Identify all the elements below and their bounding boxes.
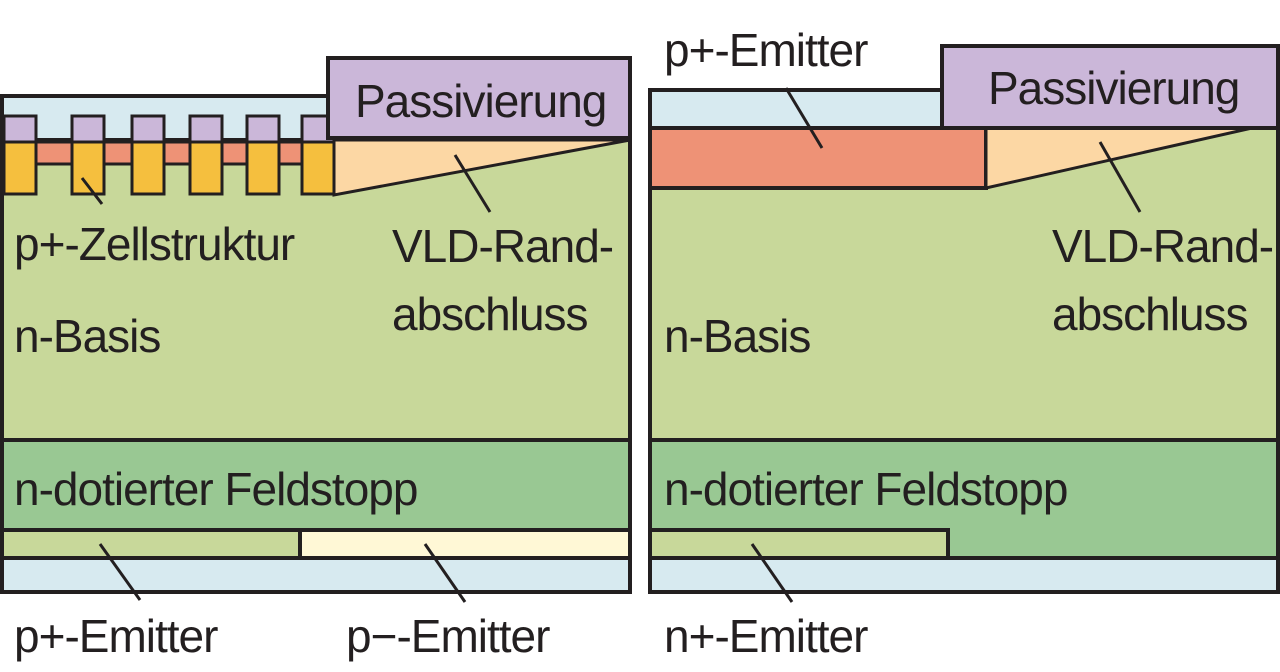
leader-p-plus-top [784,87,824,149]
left-cell-structure-label: p+-Zellstruktur [14,218,295,270]
p-plus-cell [300,140,336,196]
right-p-plus-emitter-label: p+-Emitter [664,24,868,76]
p-plus-cell [245,140,281,196]
cell-cap [130,114,166,144]
left-p-plus-emitter-region [0,528,302,560]
right-bottom-metal [648,556,1280,594]
left-device: Passivierung p+-Zellstruktur VLD-Rand- a… [0,56,632,662]
leader-vld-right [1098,141,1142,213]
left-vld-label-line1: VLD-Rand- [392,220,613,272]
cell-cap [2,114,38,144]
left-field-stop-label: n-dotierter Feldstopp [14,463,417,515]
left-field-stop-region [0,438,632,532]
leader-n-plus-bottom [750,543,794,603]
leader-vld-left [453,154,492,213]
left-top-metal [0,94,336,142]
left-bottom-metal [0,556,632,594]
right-vld-label-line2: abschluss [1052,288,1248,340]
right-field-stop-label: n-dotierter Feldstopp [664,463,1067,515]
left-p-plus-emitter-label: p+-Emitter [14,610,218,662]
left-cell-structure [2,114,336,196]
right-passivation-label: Passivierung [988,62,1239,114]
left-p-plus-strip [0,140,336,166]
p-plus-cell [188,140,224,196]
right-device: p+-Emitter Passivierung VLD-Rand- abschl… [648,24,1280,662]
right-passivation-box [940,44,1280,130]
p-plus-cell [130,140,166,196]
right-n-plus-emitter-region [648,528,950,560]
leader-p-minus-bottom [423,543,467,603]
left-base-label: n-Basis [14,310,160,362]
cell-cap [70,114,106,144]
right-top-metal [648,88,974,130]
cell-cap [245,114,281,144]
left-p-minus-emitter-region [298,528,632,560]
left-vld-label-line2: abschluss [392,288,588,340]
leader-cell-structure [80,177,104,205]
left-p-minus-emitter-label: p−-Emitter [346,610,550,662]
leader-p-plus-bottom [98,543,142,601]
left-passivation-label: Passivierung [355,75,606,127]
left-passivation-box [326,56,632,140]
right-p-plus-emitter-region [648,126,988,190]
cell-cap [188,114,224,144]
right-n-plus-emitter-label: n+-Emitter [664,610,868,662]
right-vld-label-line1: VLD-Rand- [1052,220,1273,272]
right-base-label: n-Basis [664,310,810,362]
p-plus-cell [2,140,38,196]
